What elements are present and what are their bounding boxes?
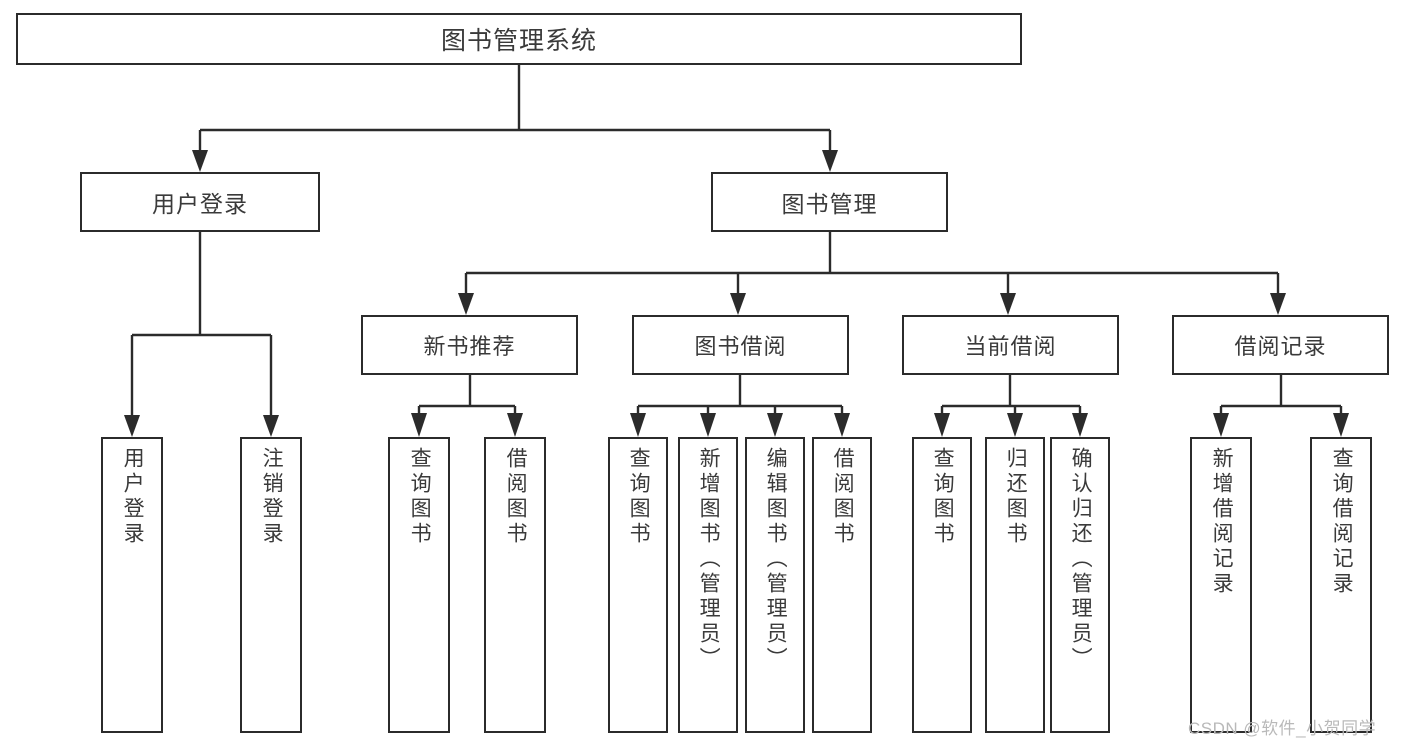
- node-leaf-cur-confirm[interactable]: 确认归还（管理员）: [1050, 437, 1110, 733]
- node-leaf-borrow-edit-label: 编辑图书（管理员）: [764, 447, 788, 672]
- node-leaf-rec-query[interactable]: 查询图书: [388, 437, 450, 733]
- node-leaf-rec-query-label: 查询图书: [408, 447, 432, 547]
- node-leaf-user-login-label: 用户登录: [121, 447, 145, 547]
- node-leaf-borrow-add-label: 新增图书（管理员）: [697, 447, 721, 672]
- node-book-borrow-label: 图书借阅: [694, 334, 787, 359]
- node-leaf-user-login[interactable]: 用户登录: [101, 437, 163, 733]
- node-new-book-rec-label: 新书推荐: [423, 334, 516, 359]
- node-leaf-borrow-query-label: 查询图书: [627, 447, 651, 547]
- arrowhead-leaf-borrow-do: [834, 413, 850, 437]
- arrowhead-leaf-cur-return: [1007, 413, 1023, 437]
- node-leaf-borrow-do[interactable]: 借阅图书: [812, 437, 872, 733]
- node-leaf-rec-borrow-label: 借阅图书: [504, 447, 528, 547]
- arrowhead-new-book-rec: [458, 293, 474, 315]
- csdn-watermark: CSDN @软件_小贺同学: [1188, 719, 1377, 738]
- node-leaf-rec-search-label: 查询借阅记录: [1330, 447, 1354, 597]
- node-leaf-borrow-add[interactable]: 新增图书（管理员）: [678, 437, 738, 733]
- node-leaf-cur-return[interactable]: 归还图书: [985, 437, 1045, 733]
- arrowhead-leaf-borrow-edit: [767, 413, 783, 437]
- arrowhead-leaf-rec-borrow: [507, 413, 523, 437]
- node-user-login-label: 用户登录: [152, 191, 248, 217]
- node-new-book-rec[interactable]: 新书推荐: [361, 315, 578, 375]
- node-root[interactable]: 图书管理系统: [16, 13, 1022, 65]
- node-borrow-record-label: 借阅记录: [1234, 334, 1327, 359]
- node-borrow-record[interactable]: 借阅记录: [1172, 315, 1389, 375]
- node-book-manage[interactable]: 图书管理: [711, 172, 948, 232]
- node-leaf-cur-query[interactable]: 查询图书: [912, 437, 972, 733]
- arrowhead-borrow-record: [1270, 293, 1286, 315]
- node-book-borrow[interactable]: 图书借阅: [632, 315, 849, 375]
- arrowhead-leaf-borrow-add: [700, 413, 716, 437]
- arrowhead-leaf-cur-query: [934, 413, 950, 437]
- arrowhead-book-manage: [822, 150, 838, 172]
- node-current-borrow[interactable]: 当前借阅: [902, 315, 1119, 375]
- arrowhead-current-borrow: [1000, 293, 1016, 315]
- arrowhead-user-login: [192, 150, 208, 172]
- node-leaf-borrow-do-label: 借阅图书: [831, 447, 855, 547]
- node-leaf-cur-confirm-label: 确认归还（管理员）: [1069, 447, 1093, 672]
- arrowhead-leaf-user-logout: [263, 415, 279, 437]
- node-leaf-cur-query-label: 查询图书: [931, 447, 955, 547]
- arrowhead-leaf-user-login: [124, 415, 140, 437]
- node-leaf-cur-return-label: 归还图书: [1004, 447, 1028, 547]
- node-leaf-rec-add[interactable]: 新增借阅记录: [1190, 437, 1252, 733]
- arrowhead-leaf-borrow-query: [630, 413, 646, 437]
- node-leaf-borrow-query[interactable]: 查询图书: [608, 437, 668, 733]
- node-book-manage-label: 图书管理: [781, 191, 878, 217]
- node-user-login[interactable]: 用户登录: [80, 172, 320, 232]
- node-leaf-user-logout[interactable]: 注销登录: [240, 437, 302, 733]
- node-leaf-user-logout-label: 注销登录: [260, 447, 284, 547]
- node-leaf-rec-borrow[interactable]: 借阅图书: [484, 437, 546, 733]
- node-leaf-rec-add-label: 新增借阅记录: [1210, 447, 1234, 597]
- node-leaf-rec-search[interactable]: 查询借阅记录: [1310, 437, 1372, 733]
- arrowhead-book-borrow: [730, 293, 746, 315]
- node-leaf-borrow-edit[interactable]: 编辑图书（管理员）: [745, 437, 805, 733]
- arrowhead-leaf-rec-add: [1213, 413, 1229, 437]
- arrowhead-leaf-rec-search: [1333, 413, 1349, 437]
- arrowhead-leaf-rec-query: [411, 413, 427, 437]
- node-current-borrow-label: 当前借阅: [964, 334, 1057, 359]
- node-root-label: 图书管理系统: [440, 27, 597, 55]
- arrowhead-leaf-cur-confirm: [1072, 413, 1088, 437]
